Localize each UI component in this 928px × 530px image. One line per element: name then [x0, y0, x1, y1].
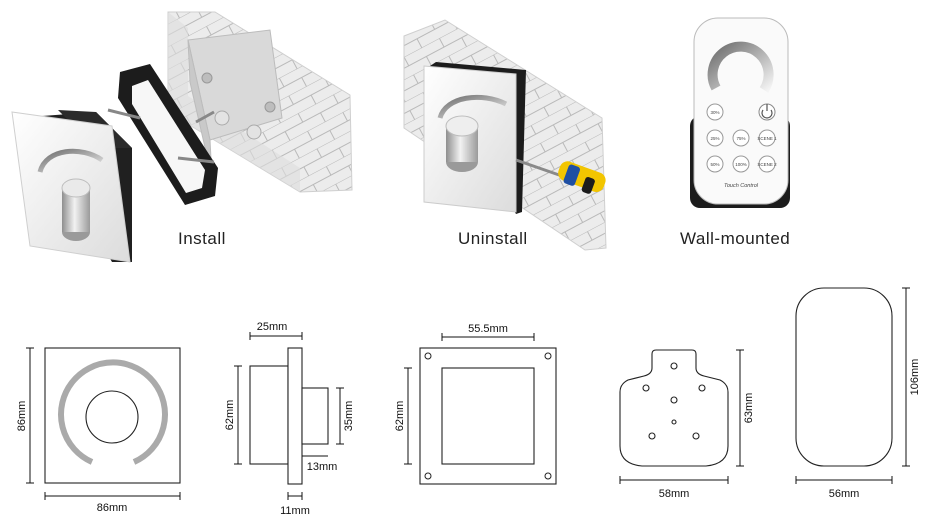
- remote-btn-25: 25%: [710, 136, 719, 141]
- dim-panel-height: 86mm: [16, 401, 28, 432]
- dimmer-panel: [11, 111, 131, 263]
- knob-outline: [85, 390, 139, 444]
- dimmer-panel: [423, 65, 517, 213]
- remote-outline-drawing: 106mm 56mm: [795, 287, 921, 500]
- dim-remote-height: 106mm: [909, 359, 921, 396]
- mounting-frame: [107, 64, 218, 205]
- remote-btn-scene1: SCENE 1: [757, 136, 777, 141]
- remote-brand: Touch Control: [724, 183, 759, 189]
- dim-holder-height: 63mm: [743, 393, 755, 424]
- dim-back-width: 55.5mm: [468, 323, 508, 335]
- dim-panel-width: 86mm: [97, 502, 128, 514]
- install-illustration: [11, 11, 353, 263]
- dim-back-height: 62mm: [394, 401, 406, 432]
- touch-ring: [707, 41, 774, 93]
- dim-knob-height: 35mm: [343, 401, 355, 432]
- caption-install: Install: [178, 229, 226, 248]
- uninstall-illustration: [403, 19, 607, 251]
- side-view-drawing: 25mm 62mm 35mm 13mm 11mm: [224, 321, 355, 517]
- wall-holder-drawing: 63mm 58mm: [619, 349, 755, 500]
- remote-btn-100: 100%: [735, 162, 747, 167]
- dim-holder-width: 58mm: [659, 488, 690, 500]
- front-panel-drawing: 86mm 86mm: [16, 347, 181, 514]
- remote-btn-75: 75%: [736, 136, 745, 141]
- dim-side-depth: 25mm: [257, 321, 288, 333]
- caption-uninstall: Uninstall: [458, 229, 528, 248]
- back-view-drawing: 55.5mm 62mm: [394, 323, 557, 485]
- remote-btn-scene2: SCENE 2: [757, 162, 777, 167]
- caption-wall-mounted: Wall-mounted: [680, 229, 791, 248]
- screwdriver: [515, 158, 606, 194]
- remote-btn-30: 30%: [710, 110, 719, 115]
- dim-plate-thickness: 11mm: [280, 505, 310, 517]
- dim-side-height: 62mm: [224, 400, 236, 431]
- dimmer-ring: [58, 359, 168, 465]
- remote-wall-mounted: 30% 25% 75% SCENE 1 50% 100% SCENE 2 Tou…: [690, 17, 790, 208]
- remote-btn-50: 50%: [710, 162, 719, 167]
- dim-remote-width: 56mm: [829, 488, 860, 500]
- dim-knob-depth: 13mm: [307, 461, 338, 473]
